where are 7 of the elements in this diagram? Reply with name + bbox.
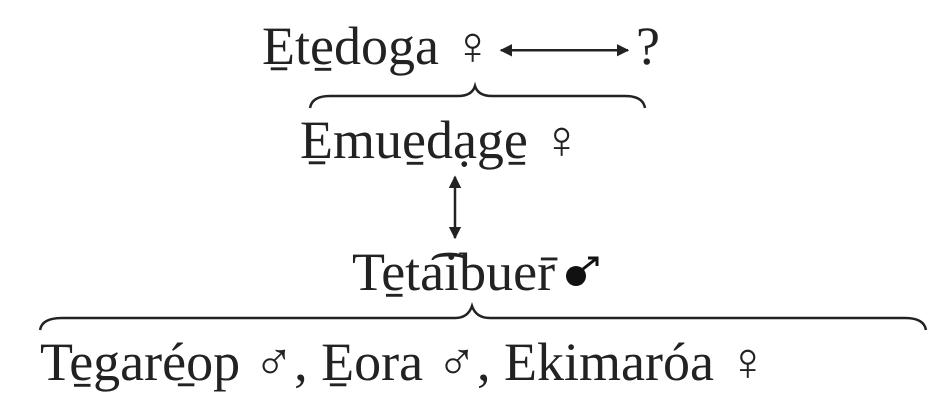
double-arrow	[448, 176, 462, 240]
kin-term: E̱te̱doga ♀	[262, 15, 493, 78]
kin-term: E̱mue̱dạge̱ ♀	[300, 109, 582, 172]
double-arrow	[500, 44, 630, 57]
kin-term: Te̱garé̱op ♂, E̱ora ♂, Ekimaróa ♀	[40, 331, 768, 394]
kin-term: ?	[636, 15, 660, 78]
kin-term: Te̱ta͡ibuer̄	[352, 241, 556, 304]
